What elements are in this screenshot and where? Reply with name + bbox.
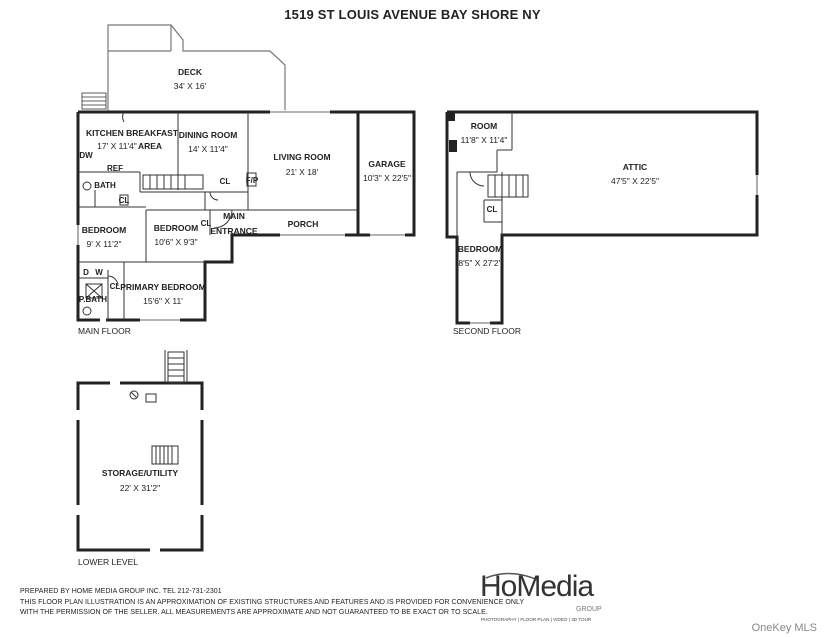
powder-bath-label: P.BATH [79,295,107,304]
deck-dim: 34' X 16' [174,81,207,91]
deck-name: DECK [178,67,203,77]
deck-stairs [81,92,107,110]
attic-dim: 47'5" X 22'5" [611,176,659,186]
dryer-label: D [83,268,89,277]
deck-outline [107,24,286,111]
storage-name: STORAGE/UTILITY [102,468,179,478]
homedia-logo-swoosh [485,572,539,581]
kitchen-name: KITCHEN BREAKFAST [86,128,179,138]
footer-line-3: WITH THE PERMISSION OF THE SELLER. ALL M… [20,609,488,616]
footer-line-1: PREPARED BY HOME MEDIA GROUP INC. TEL 21… [20,588,222,595]
porch-name: PORCH [288,219,319,229]
bedroom1-dim: 9' X 11'2" [87,239,122,249]
kitchen-dim: 17' X 11'4" [97,141,137,151]
bedroom3-name: BEDROOM [458,244,502,254]
closet-label-bath: CL [119,196,130,205]
logo-tagline: PHOTOGRAPHY | FLOOR PLAN | VIDEO | 3D TO… [481,617,592,622]
room2-dim: 11'8" X 11'4" [461,135,508,145]
disclaimer-footer: PREPARED BY HOME MEDIA GROUP INC. TEL 21… [20,587,524,619]
garage-name: GARAGE [368,159,406,169]
storage-dim: 22' X 31'2" [120,483,160,493]
bedroom1-name: BEDROOM [82,225,126,235]
bedroom2-dim: 10'6" X 9'3" [154,237,197,247]
fixture-labels: DW REF BATH CL CL CL CL CL F/P D W P.BAT… [79,151,498,304]
homedia-logo: HoMedia GROUP PHOTOGRAPHY | FLOOR PLAN |… [480,570,610,630]
living-dim: 21' X 18' [286,167,319,177]
living-name: LIVING ROOM [273,152,330,162]
dining-dim: 14' X 11'4" [188,144,228,154]
fridge-label: REF [107,164,123,173]
second-floor-label: SECOND FLOOR [453,326,521,336]
washer-label: W [95,268,103,277]
dishwasher-label: DW [79,151,93,160]
logo-name: HoMedia [480,570,594,603]
bath-label: BATH [94,181,116,190]
lower-level-walls [76,350,204,552]
bedroom2-name: BEDROOM [154,223,198,233]
main-entrance-line1: MAIN [223,211,245,221]
plan-title: 1519 ST LOUIS AVENUE BAY SHORE NY [284,7,541,22]
closet-label-primary: CL [110,282,121,291]
closet-label-hall: CL [220,177,231,186]
bedroom3-dim: 8'5" X 27'2" [458,258,501,268]
main-entrance-line2: ENTRANCE [210,226,258,236]
footer-line-2: THIS FLOOR PLAN ILLUSTRATION IS AN APPRO… [20,598,525,606]
garage-dim: 10'3" X 22'5" [363,173,411,183]
dining-name: DINING ROOM [179,130,238,140]
closet-label-second: CL [487,205,498,214]
main-floor-label: MAIN FLOOR [78,326,131,336]
floor-labels: MAIN FLOOR SECOND FLOOR LOWER LEVEL [78,326,521,567]
kitchen-area: AREA [138,141,162,151]
closet-label-bedroom: CL [201,219,212,228]
main-floor-walls [76,110,416,322]
watermark: OneKey MLS [751,622,817,634]
primary-name: PRIMARY BEDROOM [120,282,205,292]
lower-level-label: LOWER LEVEL [78,557,138,567]
attic-name: ATTIC [623,162,647,172]
room-labels: DECK 34' X 16' KITCHEN BREAKFAST 17' X 1… [82,67,659,493]
second-floor-walls [445,110,759,325]
fireplace-label: F/P [246,176,259,185]
logo-group: GROUP [576,606,602,613]
room2-name: ROOM [471,121,497,131]
primary-dim: 15'6" X 11' [143,296,183,306]
